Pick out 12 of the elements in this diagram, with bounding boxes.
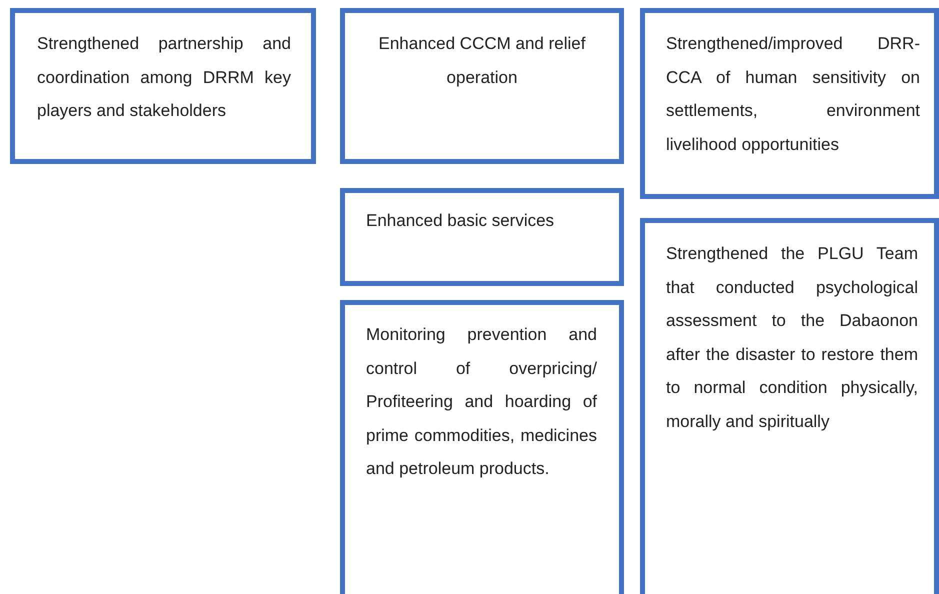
text-box xyxy=(340,8,624,164)
box-text: Strengthened the PLGU Team that conducted psychological assessment to the Dabaonon after the disaster to restore them to normal condition physically, morally and spiritually xyxy=(666,243,918,432)
text-box xyxy=(340,300,624,594)
text-box xyxy=(640,8,939,199)
box-text: Monitoring prevention and control of overpricing/ Profiteering and hoarding of prime commodities, medicines and petroleum products. xyxy=(366,324,597,480)
box-text: Enhanced CCCM and relief operation xyxy=(378,33,586,88)
box-text: Enhanced basic services xyxy=(366,210,556,232)
text-box xyxy=(340,188,624,286)
text-box xyxy=(640,218,939,594)
box-text: Strengthened partnership and coordination among DRRM key players and stakeholders xyxy=(37,33,291,122)
text-box xyxy=(10,8,316,164)
box-text: Strengthened/improved DRR-CCA of human sensitivity on settlements, environment livelihood opportunities xyxy=(666,33,920,156)
